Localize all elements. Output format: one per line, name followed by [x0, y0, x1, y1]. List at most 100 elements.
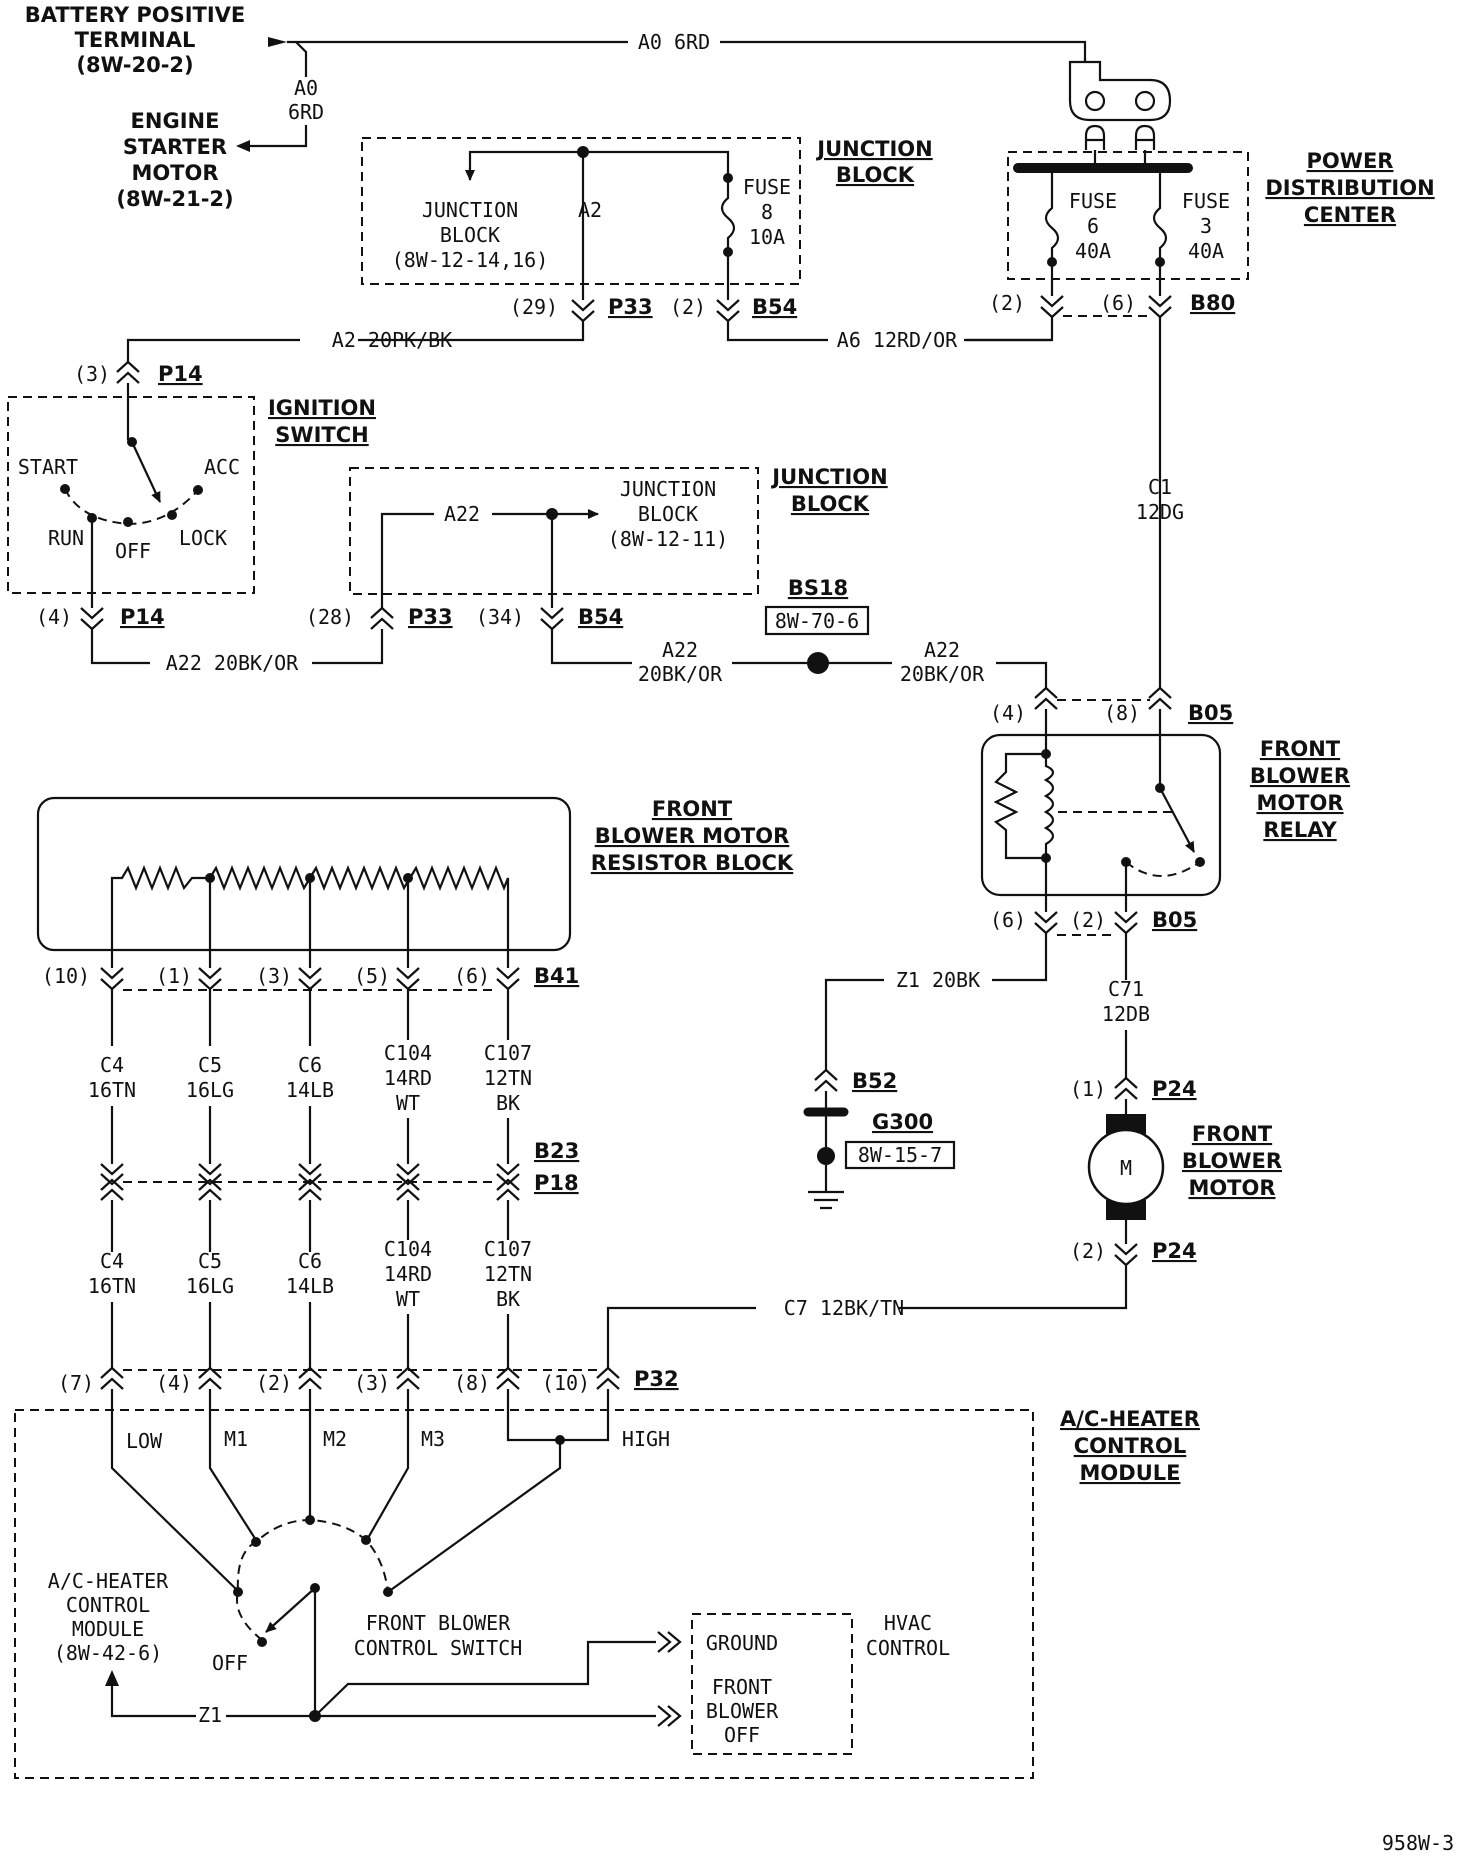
connector-b54-bottom: B54: [578, 605, 623, 629]
ground-ref-box: [844, 1140, 956, 1170]
svg-text:CONTROL: CONTROL: [1074, 1434, 1187, 1458]
pin-p32-7: (7): [58, 1371, 94, 1395]
jb2-inner-label: JUNCTION BLOCK (8W-12-11): [608, 477, 728, 551]
page-code: 958W-3: [1382, 1831, 1454, 1855]
svg-text:CONTROL: CONTROL: [66, 1593, 150, 1617]
junction-block-2-box: [349, 467, 759, 595]
pdc-terminal-icon: [1068, 60, 1172, 150]
pin-p32-8: (8): [454, 1371, 490, 1395]
svg-text:16LG: 16LG: [186, 1274, 234, 1298]
resistor-taps: [208, 878, 410, 968]
pin-p24-2: (2): [1070, 1239, 1106, 1263]
wire-label-z1: Z1: [198, 1703, 222, 1727]
svg-text:BLOWER MOTOR: BLOWER MOTOR: [595, 824, 790, 848]
connector-b05-top: B05: [1188, 701, 1233, 725]
wire-a6-pdc: [964, 262, 1064, 342]
svg-text:(8W-12-14,16): (8W-12-14,16): [392, 248, 549, 272]
pin-p33-28: (28): [306, 605, 354, 629]
connector-p33-bottom-icon: [370, 606, 394, 630]
wire-m3: [367, 1389, 410, 1539]
hvac-blower: BLOWER: [706, 1699, 779, 1723]
ignition-switch-label: IGNITION SWITCH: [268, 396, 376, 447]
svg-text:FRONT BLOWER: FRONT BLOWER: [366, 1611, 511, 1635]
fuse-6-icon: [1044, 168, 1060, 262]
switch-m2: M2: [323, 1427, 347, 1451]
switch-low: LOW: [126, 1429, 163, 1453]
connector-p24-top: P24: [1152, 1077, 1197, 1101]
junction-block-1-box: [361, 137, 801, 285]
pdc-label: POWER DISTRIBUTION CENTER: [1265, 149, 1434, 227]
pin-b41-10: (10): [42, 964, 90, 988]
ign-off: OFF: [115, 539, 151, 563]
svg-text:JUNCTION: JUNCTION: [815, 137, 932, 161]
motor-top-brush: [1106, 1114, 1146, 1134]
wire-a0-starter: [248, 41, 308, 148]
svg-text:POWER: POWER: [1307, 149, 1394, 173]
relay-connector-in-r: [1148, 686, 1172, 788]
wire-a22-p33: [312, 629, 384, 665]
svg-text:14LB: 14LB: [286, 1274, 334, 1298]
pdc-box: [1007, 151, 1249, 280]
pin-b80-6: (6): [1100, 291, 1136, 315]
connector-p32-icon: [100, 1366, 620, 1390]
svg-text:BATTERY POSITIVE: BATTERY POSITIVE: [25, 3, 246, 27]
svg-text:C5: C5: [198, 1053, 222, 1077]
svg-text:BLOCK: BLOCK: [836, 163, 915, 187]
svg-text:(8W-12-11): (8W-12-11): [608, 527, 728, 551]
connector-b41: B41: [534, 964, 579, 988]
wire-m1: [208, 1389, 257, 1541]
relay-box: [980, 733, 1222, 897]
svg-text:C6: C6: [298, 1053, 322, 1077]
ign-lock: LOCK: [179, 526, 227, 550]
blower-switch-lever: [265, 1587, 316, 1633]
pin-p33-29: (29): [510, 295, 558, 319]
wire-a6: [716, 252, 1052, 342]
relay-contact-arc: [1125, 861, 1201, 877]
svg-text:FRONT: FRONT: [652, 797, 733, 821]
z1-arrow-icon: [105, 1670, 119, 1686]
ground-ref: 8W-15-7: [858, 1143, 942, 1167]
relay-contact-arm: [1159, 787, 1195, 853]
wire-a2: [452, 152, 595, 342]
wire-label-c7: C7 12BK/TN: [784, 1296, 904, 1320]
fuse-3-icon: [1152, 168, 1168, 262]
ign-start: START: [18, 455, 78, 479]
wire-label-a22-right: A22: [924, 638, 960, 662]
svg-text:(8W-20-2): (8W-20-2): [76, 53, 193, 77]
svg-text:MOTOR: MOTOR: [1256, 791, 1343, 815]
wire-a2-ign: [126, 338, 300, 362]
switch-high: HIGH: [622, 1427, 670, 1451]
battery-arrow-icon: [268, 37, 287, 47]
svg-text:C107: C107: [484, 1237, 532, 1261]
svg-text:MOTOR: MOTOR: [1188, 1176, 1275, 1200]
ac-heater-module-box: [14, 1409, 1034, 1779]
fuse-8-icon: [720, 178, 736, 252]
wire-low: [110, 1389, 238, 1591]
ign-acc: ACC: [204, 455, 240, 479]
connector-p24-top-icon: [1114, 1076, 1138, 1116]
connector-p33-bottom: P33: [408, 605, 453, 629]
svg-text:TERMINAL: TERMINAL: [75, 28, 196, 52]
svg-text:MODULE: MODULE: [72, 1617, 144, 1641]
svg-text:BLOWER: BLOWER: [1250, 764, 1350, 788]
wire-label-c71-gauge: 12DB: [1102, 1002, 1150, 1026]
svg-text:16TN: 16TN: [88, 1274, 136, 1298]
svg-text:12TN: 12TN: [484, 1066, 532, 1090]
svg-text:DISTRIBUTION: DISTRIBUTION: [1265, 176, 1434, 200]
module-inner-label: A/C-HEATER CONTROL MODULE (8W-42-6): [48, 1569, 169, 1665]
svg-text:16TN: 16TN: [88, 1078, 136, 1102]
resistor-block-box: [36, 796, 572, 952]
harness-lower-wires: [110, 1200, 510, 1252]
starter-arrow-icon: [236, 140, 250, 152]
connector-b05-bottom: B05: [1152, 908, 1197, 932]
connector-p24-bottom: P24: [1152, 1239, 1197, 1263]
wire-label-a22: A22 20BK/OR: [166, 651, 299, 675]
pin-b80-2: (2): [989, 291, 1025, 315]
hvac-control-label: HVAC CONTROL: [866, 1611, 950, 1660]
svg-text:BLOWER: BLOWER: [1182, 1149, 1282, 1173]
blower-motor-icon: [1087, 1128, 1165, 1206]
blower-switch-arc: [236, 1518, 389, 1641]
connector-p14-top-icon: [116, 360, 140, 440]
hvac-ground: GROUND: [706, 1631, 778, 1655]
